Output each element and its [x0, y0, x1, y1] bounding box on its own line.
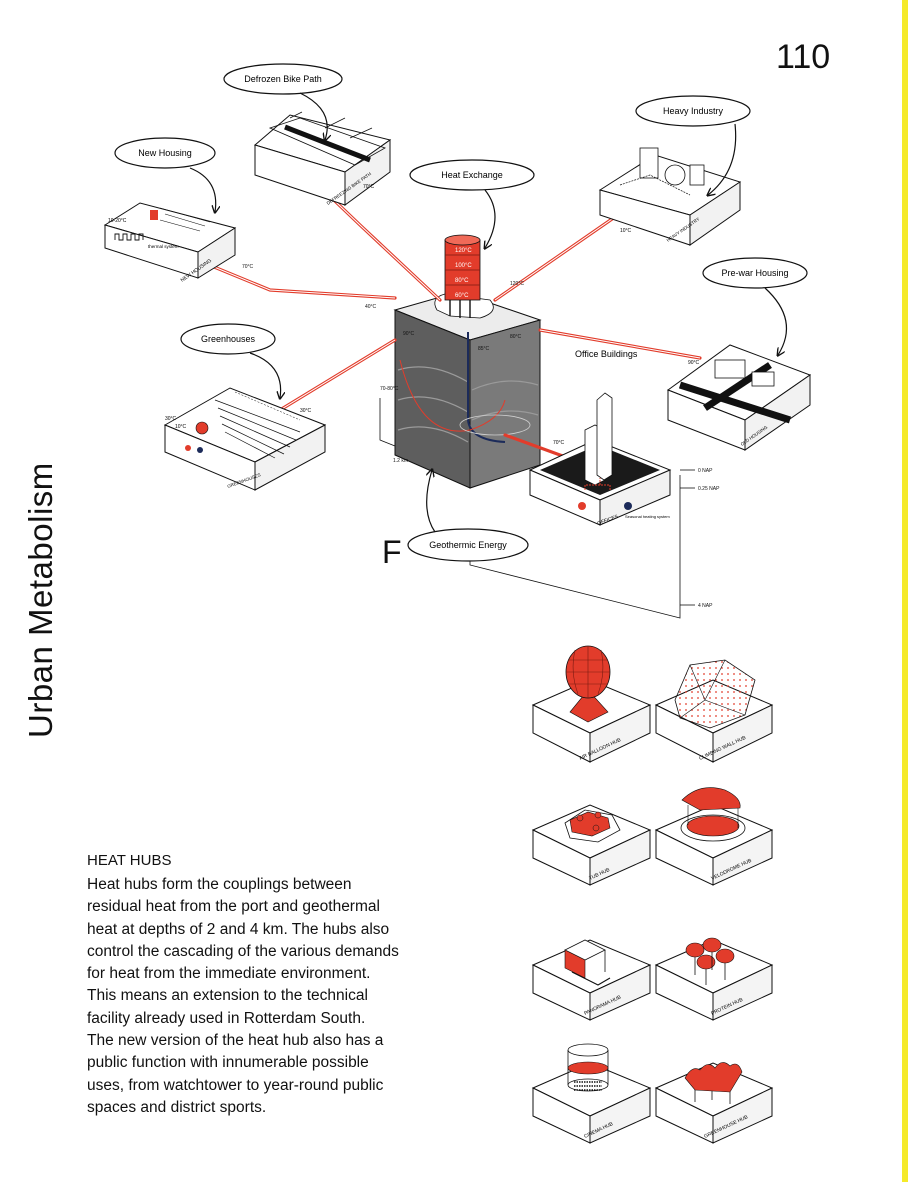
- old-housing-temp: 90°C: [688, 360, 700, 366]
- body-line: spaces and district sports.: [87, 1098, 267, 1116]
- tower-temp-1: 120°C: [455, 248, 472, 254]
- depth-side-temp: 70-80°C: [380, 386, 399, 392]
- tower-temp-2: 100°C: [455, 263, 472, 269]
- body-line: for heat from the immediate environment.: [87, 965, 371, 983]
- tower-temp-4: 60°C: [455, 293, 469, 299]
- hub-protein: PROTEIN HUB: [654, 937, 774, 1021]
- callout-greenhouses: Greenhouses: [180, 323, 281, 398]
- body-line: The new version of the heat hub also has…: [87, 1032, 384, 1050]
- body-line: residual heat from the port and geotherm…: [87, 898, 380, 916]
- heavy-industry-block: HEAVY INDUSTRY 10°C: [598, 147, 742, 246]
- svg-text:Heavy Industry: Heavy Industry: [663, 106, 724, 116]
- greenhouses-block: GREENHOUSES 30°C 30°C 10°C: [163, 387, 327, 491]
- depth-2-label: 4 NAP: [698, 603, 713, 609]
- body-line: facility already used in Rotterdam South…: [87, 1009, 366, 1027]
- depth-1-label: 0.25 NAP: [698, 486, 720, 492]
- old-housing-block: OLD HOUSING 90°C: [666, 344, 812, 451]
- bike-path-block: DEFREEZING BIKE PATH 70°C: [253, 111, 392, 206]
- section-heading: HEAT HUBS: [87, 852, 172, 869]
- center-west-temp: 40°C: [365, 304, 377, 310]
- svg-text:Pre-war Housing: Pre-war Housing: [721, 268, 788, 278]
- body-line: public function with innumerable possibl…: [87, 1054, 369, 1072]
- center-temp-1: 90°C: [403, 331, 415, 337]
- svg-text:Geothermic Energy: Geothermic Energy: [429, 540, 507, 550]
- hub-tub: TUB HUB: [531, 804, 652, 886]
- callout-geothermic-energy: Geothermic Energy: [407, 470, 529, 562]
- page-number: 110: [776, 38, 831, 76]
- greenhouses-temp: 30°C: [300, 408, 312, 414]
- svg-text:New Housing: New Housing: [138, 148, 192, 158]
- body-line: Heat hubs form the couplings between: [87, 876, 352, 893]
- hub-air-balloon: AIR BALLOON HUB: [531, 645, 652, 763]
- offices-temp: 70°C: [553, 440, 565, 446]
- figure-letter: F: [382, 534, 402, 570]
- greenhouses-side-temp-1: 30°C: [165, 416, 177, 422]
- tower-temp-3: 80°C: [455, 278, 469, 284]
- hub-panorama: PANORAMA HUB: [531, 939, 652, 1021]
- center-temp-3: 80°C: [510, 334, 522, 340]
- hub-velodrome: VELODROME HUB: [654, 787, 774, 886]
- svg-text:Heat Exchange: Heat Exchange: [441, 170, 503, 180]
- body-paragraph: Heat hubs form the couplings between res…: [87, 874, 467, 1119]
- callout-heavy-industry: Heavy Industry: [635, 95, 751, 195]
- new-housing-block: NEW HOUSING thermal system 10-20°C: [103, 202, 237, 284]
- seasonal-heating-label: Seasonal heating system: [625, 514, 670, 519]
- offices-block: OFFICES Seasonal heating system 70°C: [528, 392, 672, 527]
- body-line: uses, from watchtower to year-round publ…: [87, 1076, 384, 1094]
- callout-defrozen-bike-path: Defrozen Bike Path: [223, 63, 343, 140]
- bike-path-temp: 70°C: [363, 184, 375, 190]
- heat-exchange-tower: 120°C 100°C 80°C 60°C: [434, 234, 494, 319]
- new-housing-side-temp: 10-20°C: [108, 218, 127, 224]
- body-line: This means an extension to the technical: [87, 987, 368, 1005]
- hub-greenhouse: GREENHOUSE HUB: [654, 1062, 774, 1144]
- yellow-edge-bar: [902, 0, 908, 1182]
- thermal-system-label: thermal system: [148, 244, 179, 249]
- central-heat-block: [393, 291, 542, 489]
- callout-pre-war-housing: Pre-war Housing: [702, 257, 808, 355]
- svg-text:Office Buildings: Office Buildings: [575, 349, 638, 359]
- new-housing-in-temp: 70°C: [242, 264, 254, 270]
- callout-new-housing: New Housing: [114, 137, 216, 212]
- heavy-industry-temp: 10°C: [620, 228, 632, 234]
- center-temp-2: 85°C: [478, 346, 490, 352]
- temperature-labels: 70°C 40°C 120°C 90°C 85°C 80°C 70-80°C 0…: [242, 264, 720, 609]
- body-line: control the cascading of the various dem…: [87, 942, 399, 960]
- svg-text:Defrozen Bike Path: Defrozen Bike Path: [244, 74, 322, 84]
- depth-0-label: 0 NAP: [698, 468, 713, 474]
- svg-text:Greenhouses: Greenhouses: [201, 334, 256, 344]
- center-north-temp: 120°C: [510, 281, 524, 287]
- greenhouses-side-temp-2: 10°C: [175, 424, 187, 430]
- hub-cinema: CINEMA HUB: [531, 1043, 652, 1144]
- callout-heat-exchange: Heat Exchange: [409, 159, 535, 248]
- dimension-label: 1.2 km: [393, 458, 408, 464]
- callout-office-buildings: Office Buildings: [575, 349, 638, 359]
- body-line: heat at depths of 2 and 4 km. The hubs a…: [87, 920, 390, 938]
- hub-climbing-wall: CLIMBING WALL HUB: [654, 659, 774, 763]
